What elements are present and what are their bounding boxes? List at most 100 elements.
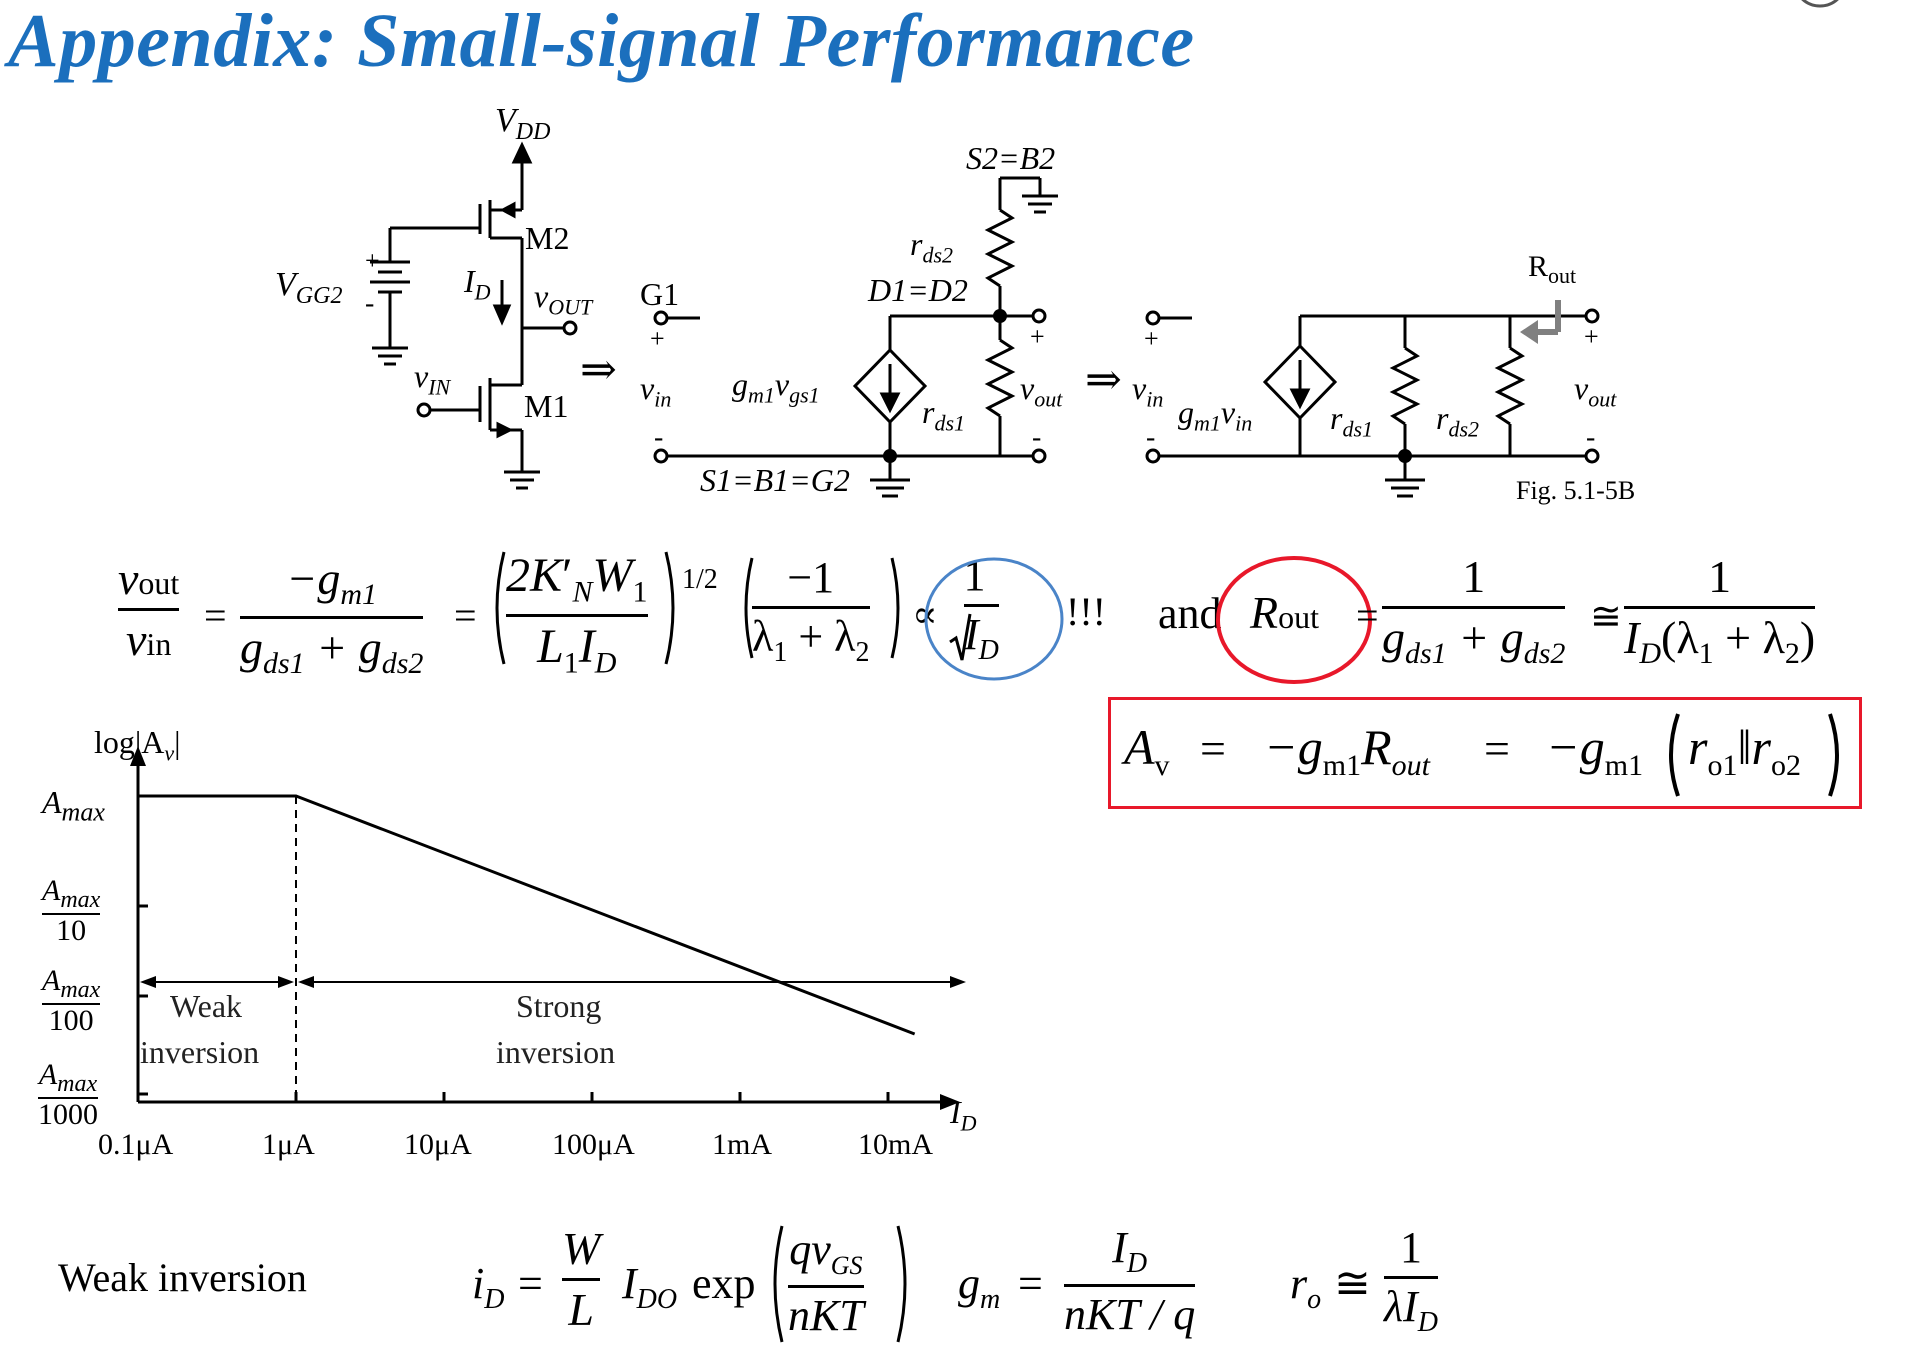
university-seal-logo (1801, 0, 1839, 8)
vin-minus-1: - (654, 422, 664, 453)
neg-gm-rout: −gm1Rout (1264, 719, 1430, 782)
gm-symbol: gm (958, 1259, 1001, 1315)
vin-minus-2: - (1146, 422, 1156, 453)
av-eq-1: = (1200, 723, 1226, 774)
xtick-4: 1mA (712, 1128, 772, 1161)
exponent-half: 1/2 (682, 564, 718, 595)
battery-minus: - (365, 288, 375, 319)
rds2-label-2: rds2 (1436, 400, 1480, 442)
implies-arrow-1: ⇒ (580, 345, 617, 394)
big-paren-left-2 (744, 557, 754, 659)
gain-paren-right (1828, 713, 1839, 797)
gain-vs-current-chart (130, 746, 966, 1110)
ytick-amax-1000: Amax 1000 (38, 1058, 98, 1131)
m1-label: M1 (524, 388, 569, 424)
id-label: ID (464, 263, 491, 305)
vin-label: vIN (414, 358, 451, 400)
implies-arrow-2: ⇒ (1085, 355, 1122, 404)
xtick-5: 10mA (858, 1128, 933, 1161)
gain-frac-4: −1 λ1 + λ2 (752, 553, 870, 668)
blue-highlight-circle (924, 557, 1064, 681)
s2b2-label: S2=B2 (966, 140, 1056, 176)
exp-paren-left (773, 1225, 784, 1343)
approx-sign: ≅ (1590, 596, 1622, 638)
s1b1g2-label: S1=B1=G2 (700, 462, 850, 498)
gain-equation-box (1108, 697, 1862, 809)
vout-plus-1: + (1030, 322, 1045, 351)
rout-frac-1: 1 gds1 + gds2 (1382, 551, 1566, 671)
gain-frac-3: 2K′NW1 L1ID (506, 549, 648, 680)
chart-xlabel: ID (950, 1094, 977, 1136)
ro-symbol: ro (1290, 1259, 1322, 1315)
circuit-diagrams (370, 141, 1600, 498)
ro-approx: ≅ (1334, 1259, 1371, 1308)
ytick-amax: Amax (42, 784, 105, 827)
chart-y-arrow (130, 746, 146, 766)
vgg2-label: VGG2 (275, 266, 343, 309)
vin-plus-2: + (1144, 324, 1159, 353)
chart-ylabel: log|Av| (94, 724, 181, 766)
weak-inversion-label: Weak inversion (58, 1255, 307, 1300)
eq-sign-2: = (454, 593, 477, 638)
rout-frac-2: 1 ID(λ1 + λ2) (1624, 551, 1816, 671)
big-paren-left-1 (495, 551, 506, 665)
rout-symbol: Rout (1250, 587, 1319, 638)
vin-label-3: vin (1132, 370, 1164, 412)
neg-gm-2: −gm1 (1546, 719, 1644, 782)
red-highlight-circle (1216, 556, 1372, 684)
xtick-0: 0.1μA (98, 1128, 174, 1161)
rds1-label: rds1 (922, 394, 966, 436)
id-eq: = (518, 1259, 543, 1308)
ro-parallel: ro1‖ro2 (1688, 719, 1801, 782)
xtick-3: 100μA (552, 1128, 635, 1161)
eq-sign-1: = (204, 593, 227, 638)
exclamations: !!! (1066, 589, 1106, 634)
and-word: and (1158, 589, 1222, 638)
big-paren-right-2 (890, 557, 900, 659)
strong-region-label-2: inversion (496, 1034, 616, 1070)
d1d2-label: D1=D2 (868, 272, 968, 308)
strong-region-label-1: Strong (516, 988, 602, 1024)
vout-minus-2: - (1586, 422, 1596, 453)
vin-plus-1: + (650, 324, 665, 353)
id-symbol: iD (472, 1259, 505, 1315)
vout-minus-1: - (1032, 422, 1042, 453)
sqrt-sign (949, 613, 972, 661)
strong-arrow-head-left (298, 976, 314, 988)
xtick-1: 1μA (262, 1128, 315, 1161)
gain-paren-left (1669, 713, 1680, 797)
exp-text: exp (692, 1259, 756, 1308)
strong-arrow-head-right (950, 976, 966, 988)
m2-label: M2 (525, 220, 570, 256)
exp-paren-right (896, 1225, 907, 1343)
ytick-amax-100: Amax 100 (42, 964, 101, 1037)
rout-label: Rout (1528, 250, 1577, 288)
weak-region-label-1: Weak (170, 988, 243, 1024)
gm-fraction: ID nKT / q (1064, 1223, 1196, 1339)
gain-frac-2: −gm1 gds1 + gds2 (240, 553, 424, 681)
battery-plus: + (365, 246, 380, 275)
gm-eq: = (1018, 1259, 1043, 1308)
ido-symbol: IDO (622, 1259, 678, 1315)
av-symbol: Av (1124, 719, 1170, 782)
av-eq-2: = (1484, 723, 1510, 774)
w-over-l: W L (562, 1223, 601, 1335)
xtick-2: 10μA (404, 1128, 472, 1161)
gain-lhs-fraction: vout vin (118, 553, 180, 665)
rds1-label-2: rds1 (1330, 400, 1374, 442)
big-paren-right-1 (664, 551, 675, 665)
vout-label: vOUT (534, 278, 593, 320)
exp-fraction: qvGS nKT (788, 1225, 864, 1340)
figure-caption: Fig. 5.1-5B (1516, 476, 1636, 505)
weak-arrow-head-right (278, 976, 294, 988)
vout-plus-2: + (1584, 322, 1599, 351)
g1-label: G1 (640, 276, 680, 312)
slide-title: Appendix: Small-signal Performance (8, 0, 1195, 83)
weak-region-label-2: inversion (140, 1034, 260, 1070)
ytick-amax-10: Amax 10 (42, 874, 101, 947)
gm1vgs1-label: gm1vgs1 (732, 366, 820, 408)
vdd-label: VDD (495, 102, 551, 145)
weak-arrow-head-left (140, 976, 156, 988)
vout-label-3: vout (1574, 370, 1617, 412)
vin-label-2: vin (640, 370, 672, 412)
